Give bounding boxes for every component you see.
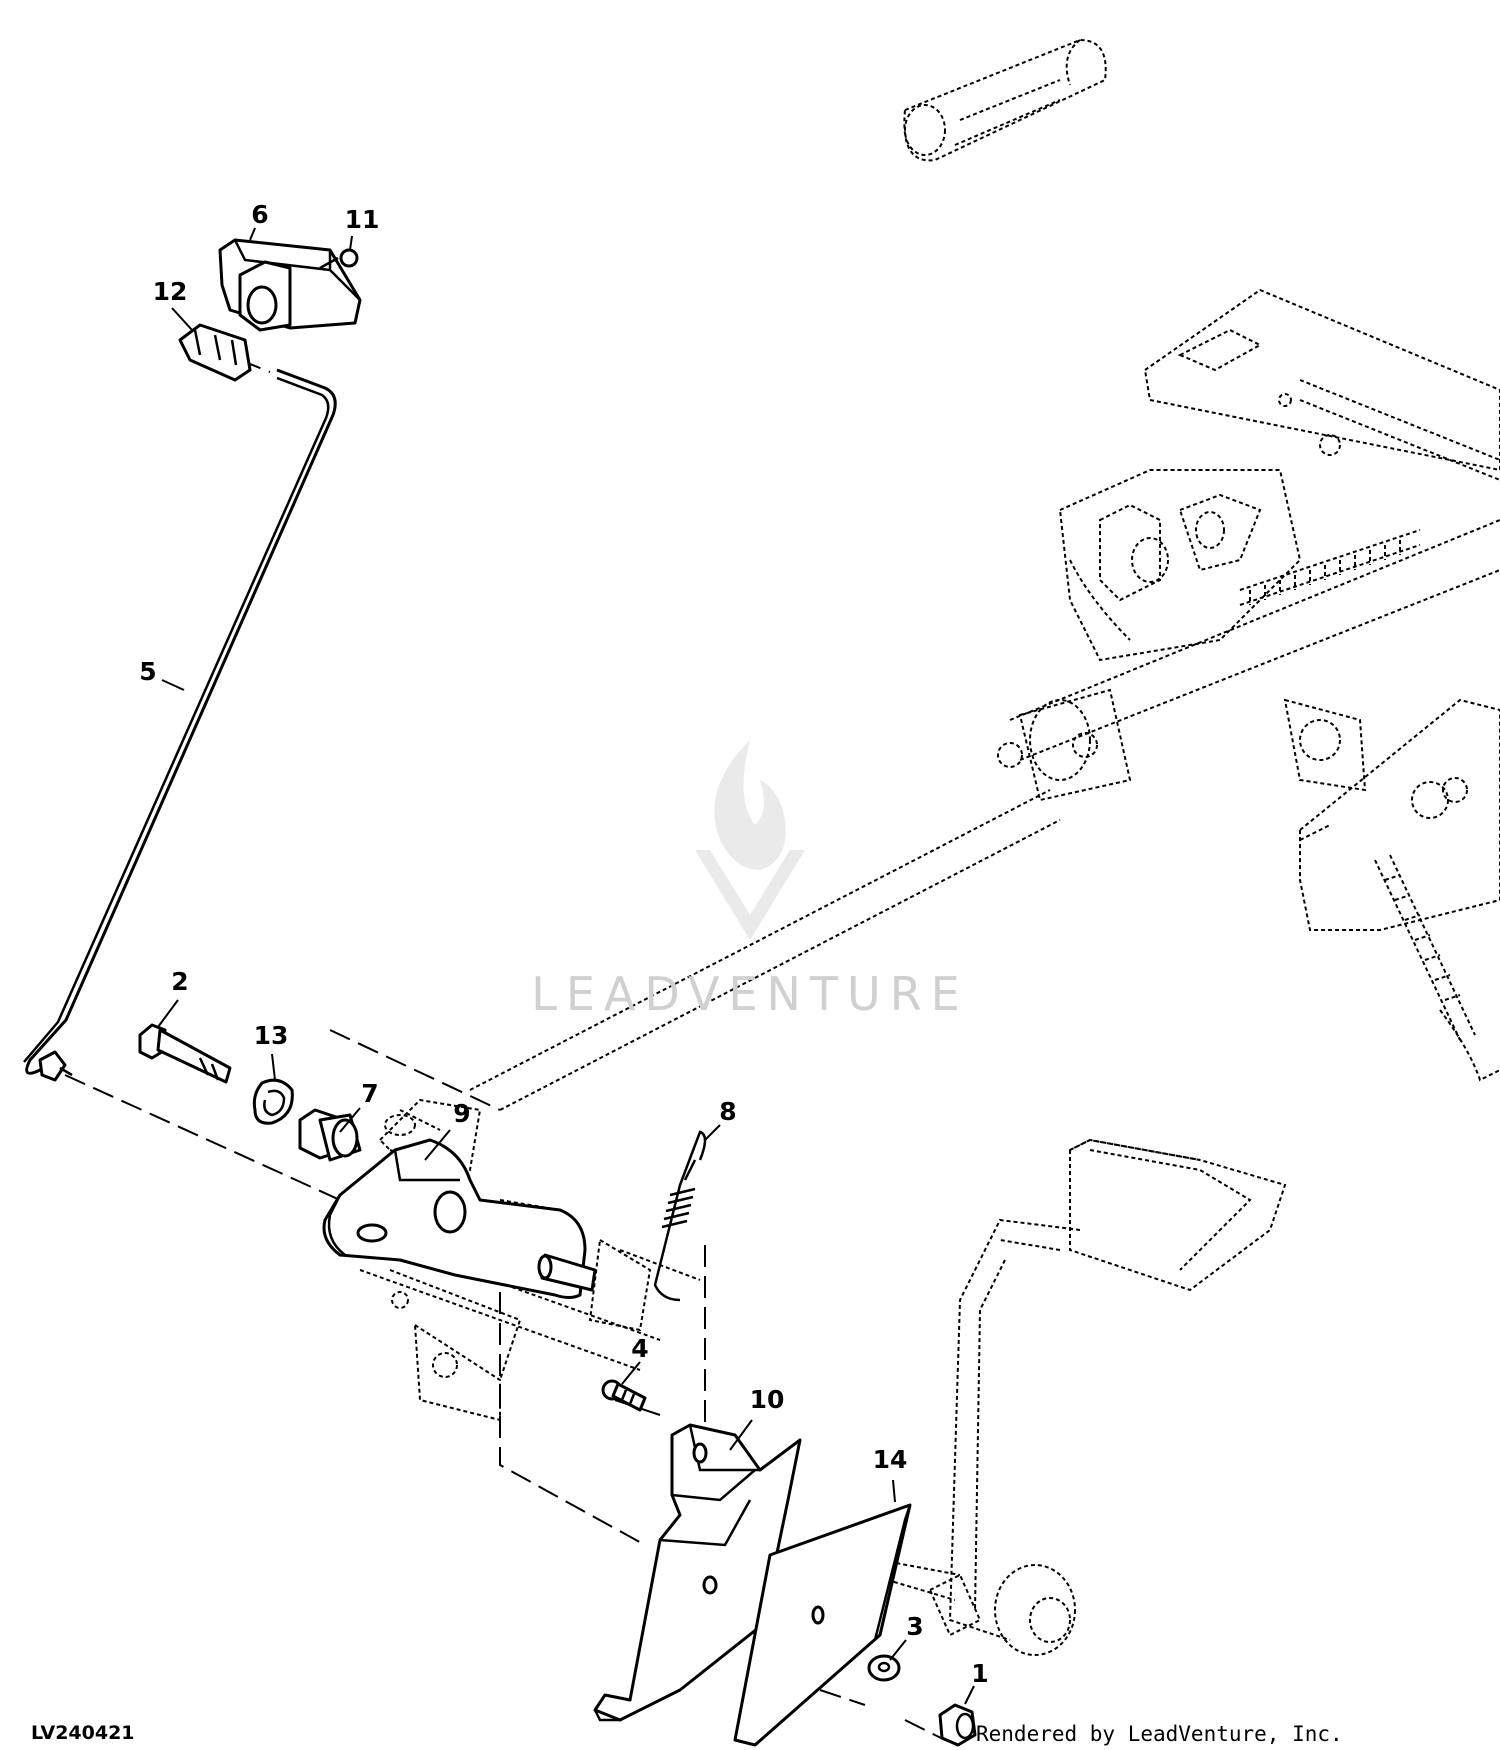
callout-6: 6 [251,200,268,229]
callout-9: 9 [453,1099,470,1128]
callout-14: 14 [873,1445,908,1474]
part-7-bushing [298,1108,362,1162]
callout-4: 4 [631,1334,648,1363]
watermark-logo: LEADVENTURE [531,740,969,1021]
callout-10: 10 [750,1385,785,1414]
part-3-washer [867,1654,901,1682]
figure-id: LV240421 [31,1722,135,1744]
render-credit: Rendered by LeadVenture, Inc. [976,1722,1343,1746]
part-14-pad [733,1503,912,1747]
callout-2: 2 [171,967,188,996]
callout-3: 3 [906,1612,923,1641]
watermark-text: LEADVENTURE [531,967,969,1021]
part-11-screw [319,248,359,270]
callout-13: 13 [254,1021,289,1050]
callout-12: 12 [153,277,188,306]
part-1-nut [938,1703,977,1747]
part-12-clip [178,323,252,382]
part-2-bolt [138,1023,232,1084]
callout-1: 1 [971,1659,988,1688]
part-5-rod [23,368,337,1082]
part-4-screw [601,1379,647,1412]
background-assembly [359,38,1500,1656]
callout-8: 8 [719,1097,736,1126]
part-13-washer [252,1078,294,1125]
callout-7: 7 [361,1079,378,1108]
callout-11: 11 [345,205,380,234]
part-9-lever [322,1138,597,1299]
part-10-bracket [593,1423,802,1722]
callout-5: 5 [139,657,156,686]
part-8-spring [653,1130,707,1302]
leader-lines [157,227,975,1705]
part-6-knob [218,238,362,332]
callouts: 1 2 3 4 5 6 7 8 9 10 11 12 13 14 [139,200,988,1688]
